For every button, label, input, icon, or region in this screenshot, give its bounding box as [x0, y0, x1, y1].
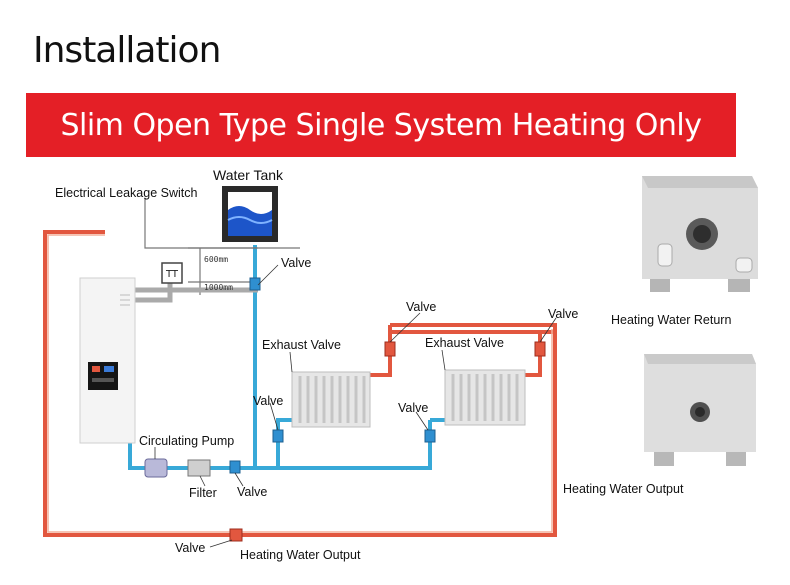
exhaust-valve-2-label: Exhaust Valve [425, 336, 504, 350]
radiator-2 [444, 369, 526, 426]
svg-text:TT: TT [165, 269, 179, 280]
valve-tank-icon [249, 277, 261, 291]
radiator-1 [291, 371, 371, 428]
valve-rad2-icon [424, 429, 436, 443]
valve-rad1-label: Valve [253, 394, 284, 408]
water-tank [222, 186, 278, 242]
dimension-1000-label: 1000mm [204, 283, 233, 292]
boiler-unit [79, 277, 136, 444]
filter-label: Filter [189, 486, 217, 500]
water-tank-label: Water Tank [213, 167, 284, 183]
exhaust-valve-1-label: Exhaust Valve [262, 338, 341, 352]
title-banner: Slim Open Type Single System Heating Onl… [26, 93, 736, 157]
valve-tank-label: Valve [281, 256, 312, 270]
dimension-600-label: 600mm [204, 255, 229, 264]
valve-rad1-icon [272, 429, 284, 443]
filter-icon [187, 459, 211, 477]
valve-rad2-label: Valve [398, 401, 429, 415]
valve-bottom-icon [229, 460, 241, 474]
valve-bottom-label: Valve [237, 485, 268, 499]
electrical-leakage-switch-label: Electrical Leakage Switch [55, 186, 198, 200]
return-photo [640, 174, 760, 302]
pump-icon [144, 458, 168, 478]
control-wires [144, 198, 300, 295]
valve-output-icon [229, 528, 243, 542]
heating-water-return-caption: Heating Water Return [611, 313, 732, 327]
valve-top-mid-label: Valve [406, 300, 437, 314]
output-photo [642, 352, 758, 472]
heating-water-output-caption: Heating Water Output [563, 482, 684, 496]
valve-top-mid-icon [384, 341, 396, 357]
valve-top-right-icon [534, 341, 546, 357]
valve-top-right-label: Valve [548, 307, 579, 321]
heating-water-output-bottom-label: Heating Water Output [240, 548, 361, 562]
leakage-switch: TT [161, 262, 183, 284]
valve-output-label: Valve [175, 541, 206, 555]
page-title: Installation [33, 30, 221, 71]
circulating-pump-label: Circulating Pump [139, 434, 235, 448]
